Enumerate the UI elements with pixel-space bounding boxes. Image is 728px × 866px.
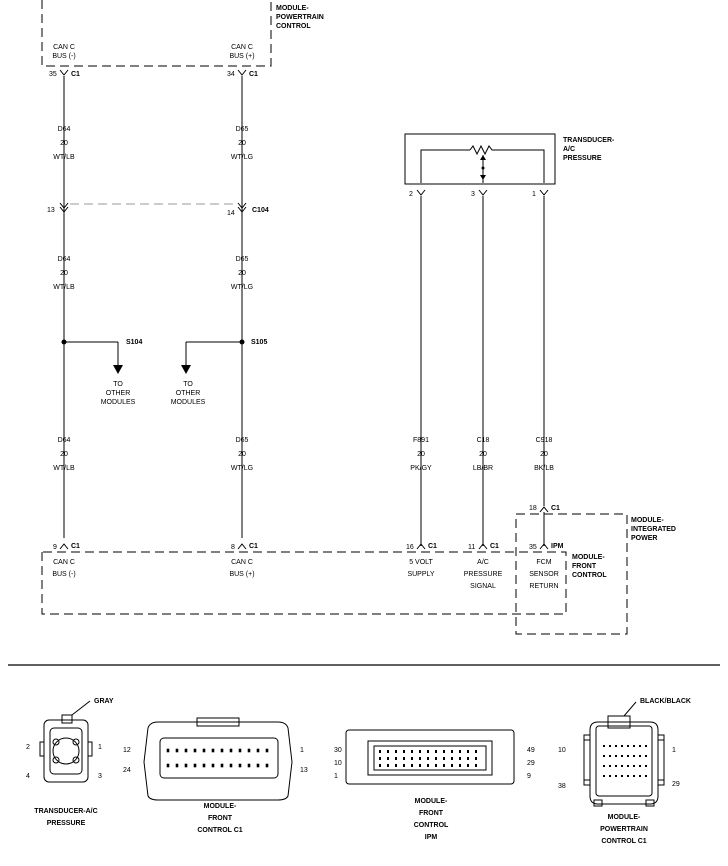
pin-number: 1 [532, 191, 536, 198]
pin-number: 3 [98, 773, 102, 780]
pin-number: 9 [53, 544, 57, 551]
pin-number: 10 [558, 747, 566, 754]
pin-number: 34 [227, 71, 235, 78]
connector-name: C1 [428, 543, 437, 550]
connector-name: IPM [551, 543, 564, 550]
pin-number: 3 [471, 191, 475, 198]
connector-callout: BLACK/BLACK [640, 698, 691, 705]
pin-number: 49 [527, 747, 535, 754]
pin-number: 16 [406, 544, 414, 551]
pin-number: 29 [527, 760, 535, 767]
pin-number: 1 [672, 747, 676, 754]
pin-number: 1 [300, 747, 304, 754]
pin-number: 8 [231, 544, 235, 551]
pcm-c1-connector-view [583, 701, 665, 807]
pin-number: 24 [123, 767, 131, 774]
pin-number: 14 [227, 210, 235, 217]
pin-number: 10 [334, 760, 342, 767]
splice-name: S105 [251, 339, 268, 346]
pin-number: 29 [672, 781, 680, 788]
pcm-module-outline [41, 0, 272, 67]
ipm-connector-view [345, 729, 515, 785]
pin-number: 1 [334, 773, 338, 780]
pin-number: 2 [26, 744, 30, 751]
connector-callout: GRAY [94, 698, 114, 705]
pin-number: 35 [529, 544, 537, 551]
pin-number: 13 [47, 207, 55, 214]
connector-name: C104 [252, 207, 269, 214]
splice-name: S104 [126, 339, 143, 346]
pin-number: 18 [529, 505, 537, 512]
pin-number: 13 [300, 767, 308, 774]
pin-number: 1 [98, 744, 102, 751]
connector-name: C1 [249, 543, 258, 550]
pin-number: 11 [468, 544, 476, 551]
connector-name: C1 [551, 505, 560, 512]
ipm-module-outline [515, 513, 628, 635]
fcm-c1-connector-view [143, 717, 293, 801]
connector-name: C1 [71, 71, 80, 78]
connector-name: C1 [490, 543, 499, 550]
pin-number: 38 [558, 783, 566, 790]
pin-number: 30 [334, 747, 342, 754]
pin-number: 35 [49, 71, 57, 78]
pin-number: 9 [527, 773, 531, 780]
pin-number: 2 [409, 191, 413, 198]
pin-number: 4 [26, 773, 30, 780]
connector-name: C1 [249, 71, 258, 78]
transducer-connector-view [39, 700, 93, 783]
pin-number: 12 [123, 747, 131, 754]
transducer-outline [404, 133, 556, 185]
connector-name: C1 [71, 543, 80, 550]
